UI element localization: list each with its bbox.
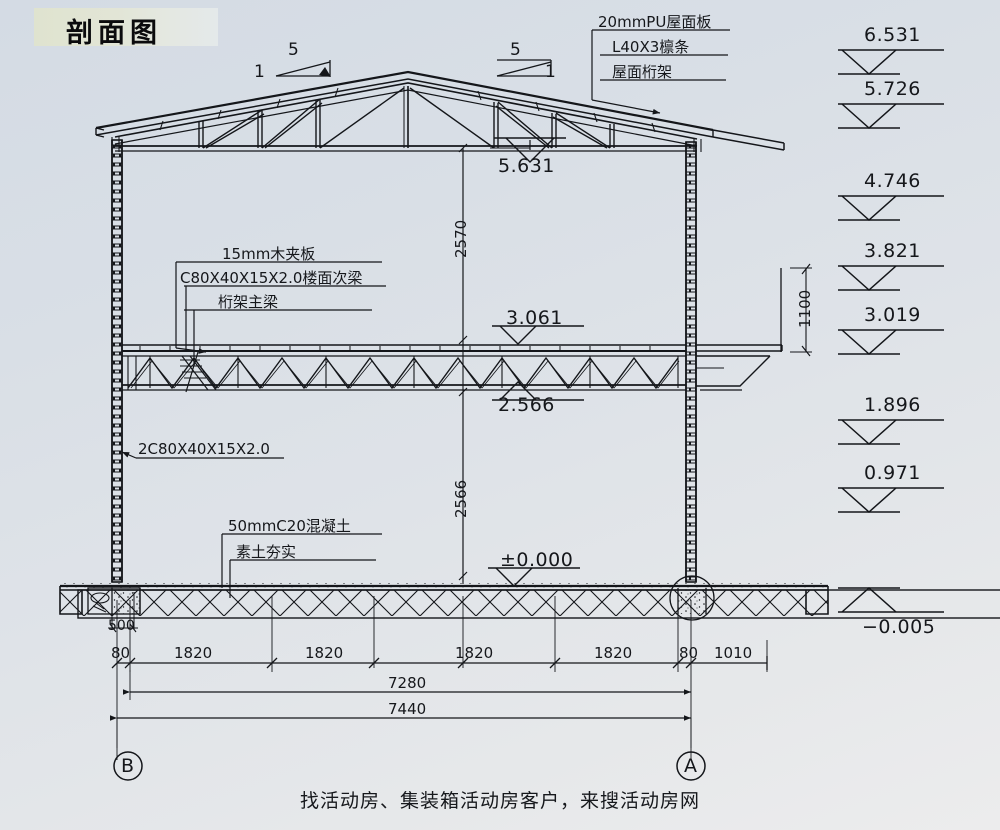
chain-seg-1820-2: 1820 — [305, 644, 344, 662]
slope-left-rise: 1 — [254, 62, 265, 82]
interior-level-zero: ±0.000 — [500, 549, 574, 571]
elevation-mark-0971: 0.971 — [864, 462, 921, 484]
callout-truss-main-beam: 桁架主梁 — [218, 293, 279, 311]
grid-bubble-a: A — [684, 755, 697, 777]
page-title: 剖面图 — [66, 18, 162, 49]
elevation-mark-1896: 1.896 — [864, 394, 921, 416]
vdim-1100: 1100 — [796, 289, 814, 328]
callout-concrete-slab: 50mmC20混凝土 — [228, 517, 351, 535]
chain-seg-1820-4: 1820 — [594, 644, 633, 662]
title-highlight-band — [34, 8, 218, 46]
grid-bubble-b: B — [121, 755, 135, 777]
callout-floor-secondary-beam: C80X40X15X2.0楼面次梁 — [180, 269, 363, 287]
interior-level-3061: 3.061 — [506, 307, 563, 329]
total-dim-7280: 7280 — [388, 674, 427, 692]
callout-compacted-soil: 素土夯实 — [236, 543, 297, 561]
chain-seg-80-left: 80 — [111, 644, 131, 662]
interior-level-2566: 2.566 — [498, 394, 555, 416]
slope-left-run: 5 — [288, 40, 299, 60]
elevation-mark-3821: 3.821 — [864, 240, 921, 262]
callout-roof-truss: 屋面桁架 — [612, 63, 673, 81]
callout-roof-purlin: L40X3檩条 — [612, 38, 690, 56]
callout-column-section: 2C80X40X15X2.0 — [138, 440, 270, 458]
vdim-2570: 2570 — [452, 219, 470, 258]
elevation-mark-6531: 6.531 — [864, 24, 921, 46]
vdim-2566: 2566 — [452, 479, 470, 518]
interior-level-5631: 5.631 — [498, 155, 555, 177]
total-dim-7440: 7440 — [388, 700, 427, 718]
chain-seg-80-right: 80 — [679, 644, 699, 662]
footer-note: 找活动房、集装箱活动房客户，来搜活动房网 — [299, 790, 700, 812]
slope-right-rise: 1 — [545, 62, 556, 82]
chain-seg-1010: 1010 — [714, 644, 753, 662]
chain-seg-1820-1: 1820 — [174, 644, 213, 662]
elevation-mark-3019: 3.019 — [864, 304, 921, 326]
vdim-500: 500 — [108, 618, 135, 634]
callout-plywood: 15mm木夹板 — [222, 245, 316, 263]
elevation-mark-5726: 5.726 — [864, 78, 921, 100]
elevation-mark-minus-0005: −0.005 — [862, 616, 936, 638]
elevation-mark-4746: 4.746 — [864, 170, 921, 192]
callout-roof-panel: 20mmPU屋面板 — [598, 13, 712, 31]
chain-seg-1820-3: 1820 — [455, 644, 494, 662]
slope-right-run: 5 — [510, 40, 521, 60]
